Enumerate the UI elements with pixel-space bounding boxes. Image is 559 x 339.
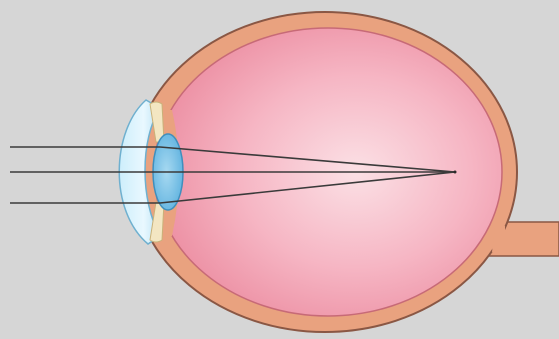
focal-point bbox=[454, 171, 457, 174]
